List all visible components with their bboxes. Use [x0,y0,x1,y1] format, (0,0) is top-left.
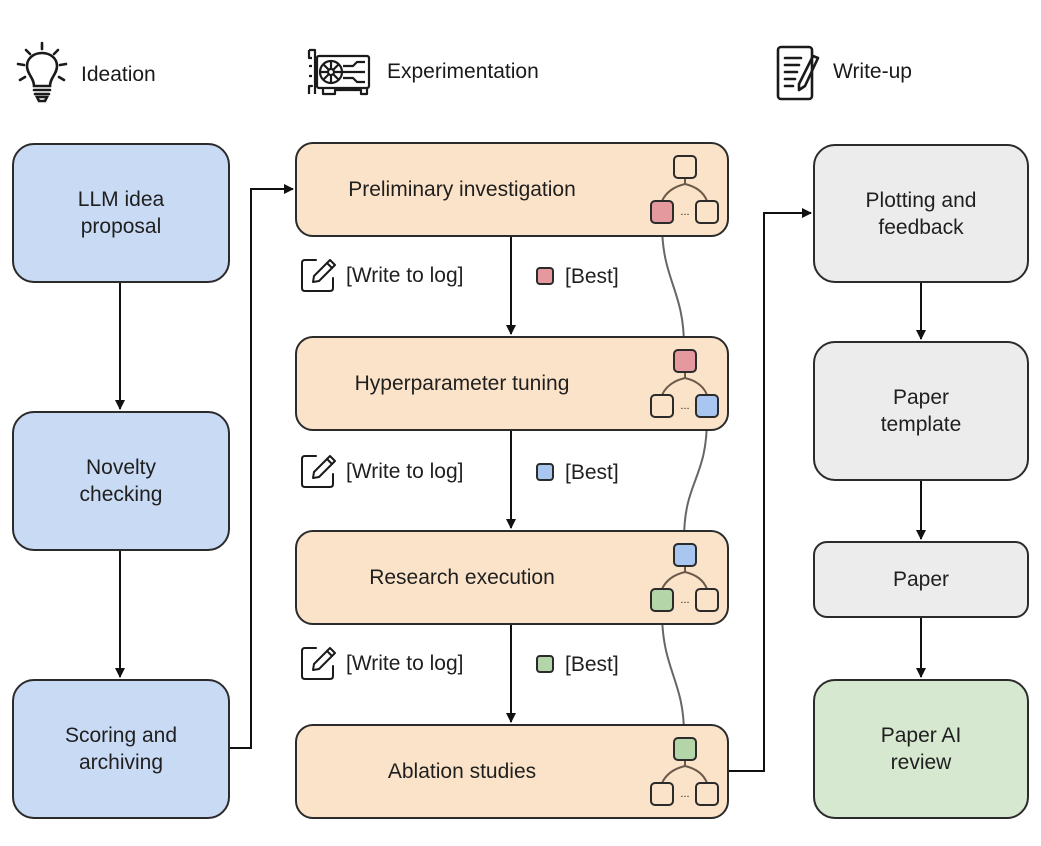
edit-log-icon [301,647,336,680]
tree-branch-right [684,377,708,396]
best-swatch-red [536,267,554,285]
mini-tree: ... [650,155,719,224]
write-to-log-label: [Write to log] [346,652,464,675]
stage-label: Preliminary investigation [348,178,576,201]
experimentation-title: Experimentation [387,60,539,83]
step-label: Paper [892,568,950,591]
tree-branch-right [684,571,708,590]
ideation-step-novelty-checking[interactable]: Novelty checking [12,411,230,551]
lightbulb-icon [16,41,68,103]
tree-node-right [695,394,719,418]
arrow-scoring-to-preliminary [230,184,294,749]
write-to-log-label: [Write to log] [346,264,464,287]
best-carry-curve-3 [661,611,689,735]
step-label: Novelty checking [79,456,163,506]
step-label: Paper AI review [880,724,962,774]
tree-ellipsis: ... [680,400,689,412]
transition-annotation-1: [Write to log] [Best] [300,256,640,296]
writeup-step-paper-ai-review[interactable]: Paper AI review [813,679,1029,819]
tree-node-root [673,349,697,373]
writeup-step-plotting-feedback[interactable]: Plotting and feedback [813,144,1029,283]
arrow-ablation-to-plotting [729,208,812,772]
step-label: Scoring and archiving [64,724,178,774]
tree-node-root [673,737,697,761]
tree-node-left [650,782,674,806]
step-label: Paper template [880,386,962,436]
tree-ellipsis: ... [680,788,689,800]
write-to-log-label: [Write to log] [346,460,464,483]
tree-node-root [673,543,697,567]
experimentation-header: Experimentation [305,46,565,102]
transition-annotation-2: [Write to log] [Best] [300,452,640,492]
tree-node-root [673,155,697,179]
tree-branch-right [684,765,708,784]
gpu-card-icon [307,48,371,96]
ideation-header: Ideation [14,40,214,104]
tree-ellipsis: ... [680,594,689,606]
best-swatch-blue [536,463,554,481]
mini-tree: ... [650,737,719,806]
step-label: Plotting and feedback [865,188,977,239]
stage-research-execution[interactable]: Research execution [295,530,729,625]
best-label: [Best] [565,461,619,484]
writeup-step-paper-template[interactable]: Paper template [813,341,1029,481]
tree-branch-left [661,179,686,202]
stage-label: Ablation studies [387,760,537,783]
edit-log-icon [301,259,336,292]
tree-branch-left [661,761,686,784]
writeup-title: Write-up [833,60,912,83]
tree-node-left [650,588,674,612]
stage-label: Research execution [369,566,555,589]
stage-label: Hyperparameter tuning [354,372,570,395]
best-carry-curve-2 [679,417,708,541]
tree-node-right [695,200,719,224]
tree-node-left [650,394,674,418]
mini-tree: ... [650,543,719,612]
ideation-step-llm-idea-proposal[interactable]: LLM idea proposal [12,143,230,283]
best-label: [Best] [565,653,619,676]
document-pencil-icon [776,45,820,101]
tree-branch-right [684,183,708,202]
ideation-step-scoring-archiving[interactable]: Scoring and archiving [12,679,230,819]
tree-branch-left [661,567,686,590]
edit-log-icon [301,455,336,488]
transition-annotation-3: [Write to log] [Best] [300,644,640,684]
writeup-header: Write-up [775,44,975,102]
step-label: LLM idea proposal [77,188,165,238]
tree-node-right [695,782,719,806]
tree-node-right [695,588,719,612]
best-carry-curve-1 [661,223,689,347]
tree-node-left [650,200,674,224]
best-swatch-green [536,655,554,673]
best-label: [Best] [565,265,619,288]
writeup-step-paper[interactable]: Paper [813,541,1029,618]
tree-ellipsis: ... [680,206,689,218]
ideation-title: Ideation [81,63,156,86]
tree-branch-left [661,373,686,396]
mini-tree: ... [650,349,719,418]
